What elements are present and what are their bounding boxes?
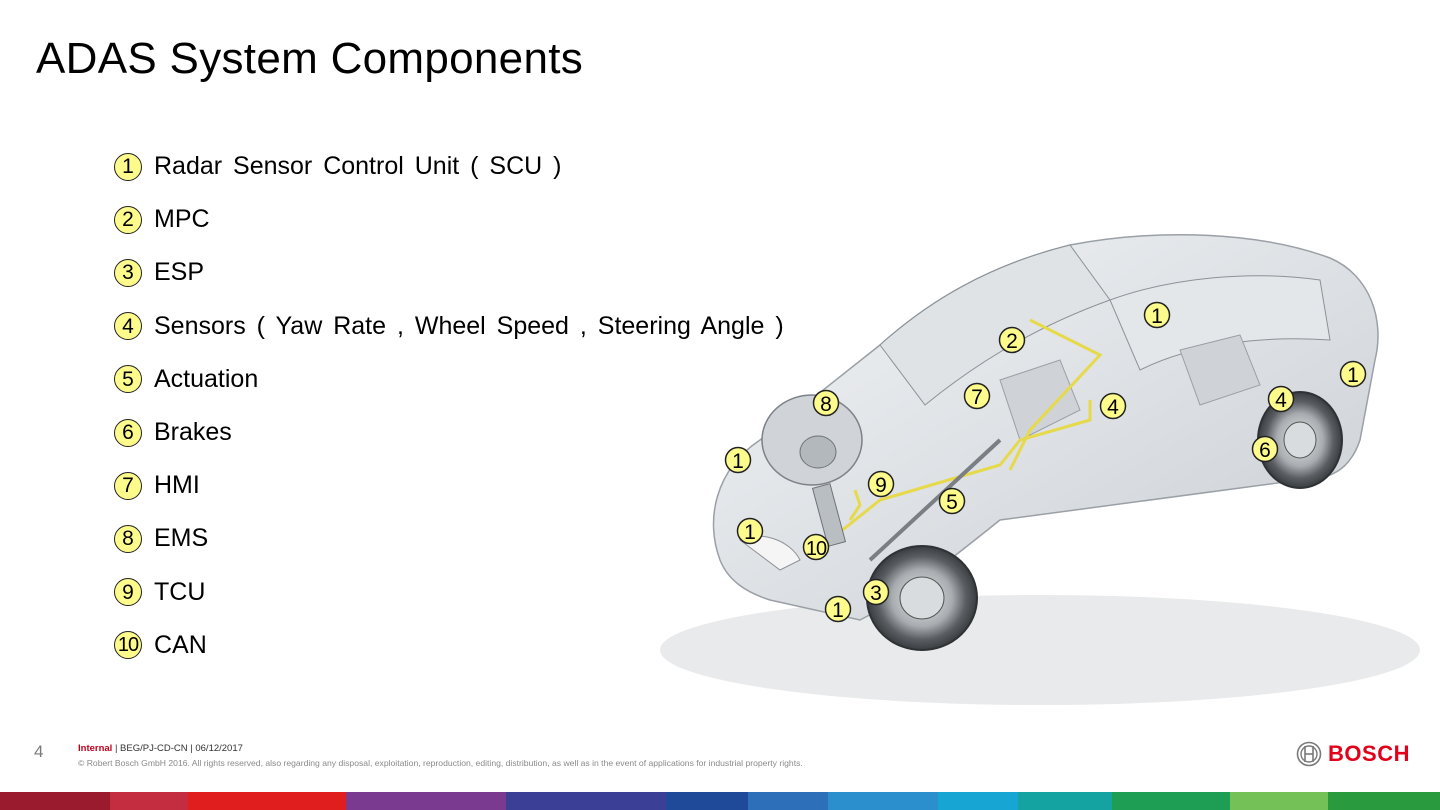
bosch-logo: BOSCH [1296, 741, 1410, 767]
list-item: 6 Brakes [114, 406, 784, 459]
car-marker-4: 4 [1099, 392, 1127, 420]
footer-meta-text: | BEG/PJ-CD-CN | 06/12/2017 [112, 743, 243, 754]
page-number: 4 [34, 742, 44, 761]
car-marker-1: 1 [724, 446, 752, 474]
number-badge: 4 [114, 312, 142, 341]
component-label: CAN [154, 630, 207, 659]
car-marker-3: 3 [862, 578, 890, 606]
car-marker-6: 6 [1251, 435, 1279, 463]
list-item: 5 Actuation [114, 353, 784, 406]
svg-text:6: 6 [1259, 439, 1271, 462]
component-label: Sensors ( Yaw Rate , Wheel Speed , Steer… [154, 311, 784, 340]
svg-text:1: 1 [1151, 305, 1163, 328]
component-label: Radar Sensor Control Unit ( SCU ) [154, 152, 562, 181]
svg-text:10: 10 [806, 538, 827, 560]
footer-meta: Internal | BEG/PJ-CD-CN | 06/12/2017 [78, 743, 243, 754]
list-item: 4 Sensors ( Yaw Rate , Wheel Speed , Stee… [114, 300, 784, 353]
svg-text:1: 1 [744, 521, 756, 544]
svg-text:7: 7 [971, 386, 983, 409]
list-item: 7 HMI [114, 459, 784, 512]
car-marker-10: 10 [802, 533, 830, 561]
list-item: 9 TCU [114, 566, 784, 619]
car-cutaway-icon: 1 1 1 1 1 2 3 4 4 5 6 7 8 9 10 [660, 234, 1420, 705]
car-marker-1: 1 [736, 517, 764, 545]
steering-column [868, 438, 1002, 562]
car-marker-1: 1 [1339, 360, 1367, 388]
copyright-notice: © Robert Bosch GmbH 2016. All rights res… [78, 758, 803, 768]
seat [999, 359, 1081, 441]
svg-text:2: 2 [1006, 330, 1018, 353]
number-badge: 8 [114, 524, 142, 553]
svg-text:3: 3 [870, 582, 882, 605]
number-badge: 9 [114, 578, 142, 607]
car-marker-1: 1 [824, 595, 852, 623]
component-label: EMS [154, 524, 209, 553]
svg-text:5: 5 [946, 491, 958, 514]
component-label: ESP [154, 258, 205, 287]
number-badge: 1 [114, 152, 142, 181]
number-badge: 6 [114, 418, 142, 447]
can-wiring [829, 400, 1092, 542]
brand-color-stripe [0, 792, 1440, 810]
can-wiring [848, 489, 862, 521]
car-marker-8: 8 [812, 389, 840, 417]
classification-label: Internal [78, 743, 113, 754]
strut [811, 483, 847, 547]
svg-text:4: 4 [1107, 396, 1119, 419]
list-item: 1 Radar Sensor Control Unit ( SCU ) [114, 140, 784, 193]
car-marker-4: 4 [1267, 385, 1295, 413]
ground-shadow [660, 595, 1420, 705]
number-badge: 10 [114, 631, 142, 660]
svg-text:9: 9 [875, 474, 887, 497]
number-badge: 7 [114, 471, 142, 500]
number-badge: 3 [114, 258, 142, 287]
seat [1179, 334, 1261, 406]
number-badge: 5 [114, 365, 142, 394]
car-marker-2: 2 [998, 326, 1026, 354]
bosch-armature-icon [1296, 741, 1322, 767]
svg-text:8: 8 [820, 393, 832, 416]
list-item: 8 EMS [114, 512, 784, 565]
list-item: 10 CAN [114, 619, 784, 672]
component-label: MPC [154, 205, 210, 234]
list-item: 3 ESP [114, 246, 784, 299]
car-marker-7: 7 [963, 382, 991, 410]
logo-text: BOSCH [1328, 741, 1410, 766]
svg-text:1: 1 [732, 450, 744, 473]
slide-title: ADAS System Components [36, 34, 584, 83]
car-marker-9: 9 [867, 470, 895, 498]
component-label: HMI [154, 471, 200, 500]
component-label: TCU [154, 577, 206, 606]
svg-text:1: 1 [1347, 364, 1359, 387]
number-badge: 2 [114, 205, 142, 234]
svg-text:4: 4 [1275, 389, 1287, 412]
component-label: Brakes [154, 418, 232, 447]
car-marker-5: 5 [938, 487, 966, 515]
list-item: 2 MPC [114, 193, 784, 246]
car-marker-1: 1 [1143, 301, 1171, 329]
can-wiring [1008, 318, 1103, 471]
svg-text:1: 1 [832, 599, 844, 622]
component-label: Actuation [154, 364, 259, 393]
